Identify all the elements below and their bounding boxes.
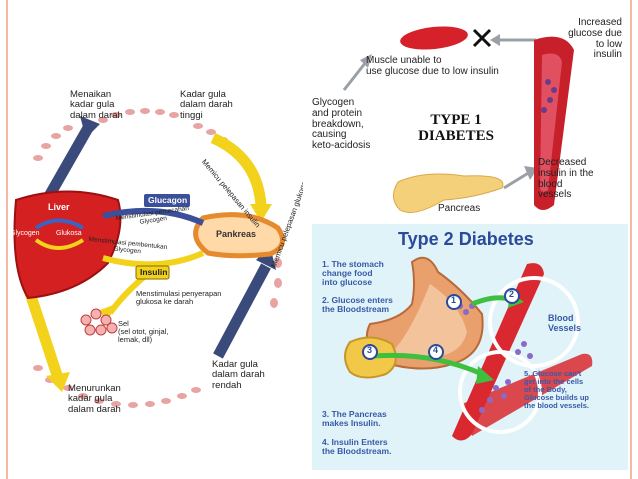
- marker-2: 2: [509, 289, 515, 299]
- high-sugar-arrowhead: [250, 204, 272, 222]
- step-markers: [362, 288, 520, 360]
- right-frame-line: [630, 0, 632, 479]
- glucagon-arrow: [102, 207, 205, 226]
- glycogen-loop: [34, 218, 85, 230]
- arrow-to-muscle: [342, 61, 368, 91]
- marker-1: 1: [451, 295, 457, 305]
- glucose-loop: [34, 238, 85, 250]
- glycogen-label: Glycogen: [10, 230, 40, 237]
- muscle-shape: [400, 26, 468, 50]
- cells-cluster: [80, 308, 118, 336]
- vessel-glucose-dots: [541, 79, 557, 113]
- liver-label: Liver: [48, 202, 70, 212]
- arrow-pancreas-to-vessel: [503, 170, 531, 190]
- magnify-circle-upper: [488, 276, 580, 368]
- regulation-graphics: [13, 108, 285, 408]
- x-mark-icon: [472, 28, 492, 48]
- green-arrow-lower: [373, 352, 484, 377]
- cells-label: Sel(sel otot, ginjal,lemak, dll): [118, 319, 169, 345]
- type1-graphics: [342, 26, 574, 213]
- green-arrow-lower-head: [476, 366, 494, 384]
- left-frame-line: [6, 0, 8, 479]
- type2-graphics: [344, 256, 593, 441]
- arrow-to-muscle-head: [360, 54, 372, 68]
- pancreas-type1-label: Pancreas: [438, 203, 481, 214]
- pankreas-label: Pankreas: [216, 229, 257, 239]
- insulin-effect-arrowhead: [46, 372, 70, 392]
- glucagon-label-box: [144, 194, 190, 207]
- magnify-circle-lower: [458, 350, 542, 434]
- arrow-to-x-head: [490, 34, 500, 46]
- low-sugar-arrow: [213, 263, 271, 359]
- marker-4: 4: [433, 345, 439, 355]
- blood-vessel-type2-lower: [462, 353, 593, 436]
- marker-3: 3: [367, 345, 373, 355]
- glukosa-label: Glukosa: [56, 230, 82, 237]
- glucagon-effect-arrowhead: [80, 116, 100, 138]
- insulin-label: Insulin: [140, 267, 168, 277]
- pancreas-type1-shape: [393, 173, 504, 213]
- type2-title: Type 2 Diabetes: [398, 229, 534, 249]
- high-sugar-arrow: [210, 132, 267, 207]
- insulin-effect-arrow: [24, 291, 64, 380]
- blood-vessel-interior: [540, 53, 562, 193]
- insulin-label-box: [135, 265, 170, 280]
- liver-shape: [13, 190, 122, 300]
- glucagon-effect-arrow: [43, 125, 93, 201]
- glucagon-label: Glucagon: [148, 195, 188, 205]
- pancreas-shape: [193, 212, 285, 259]
